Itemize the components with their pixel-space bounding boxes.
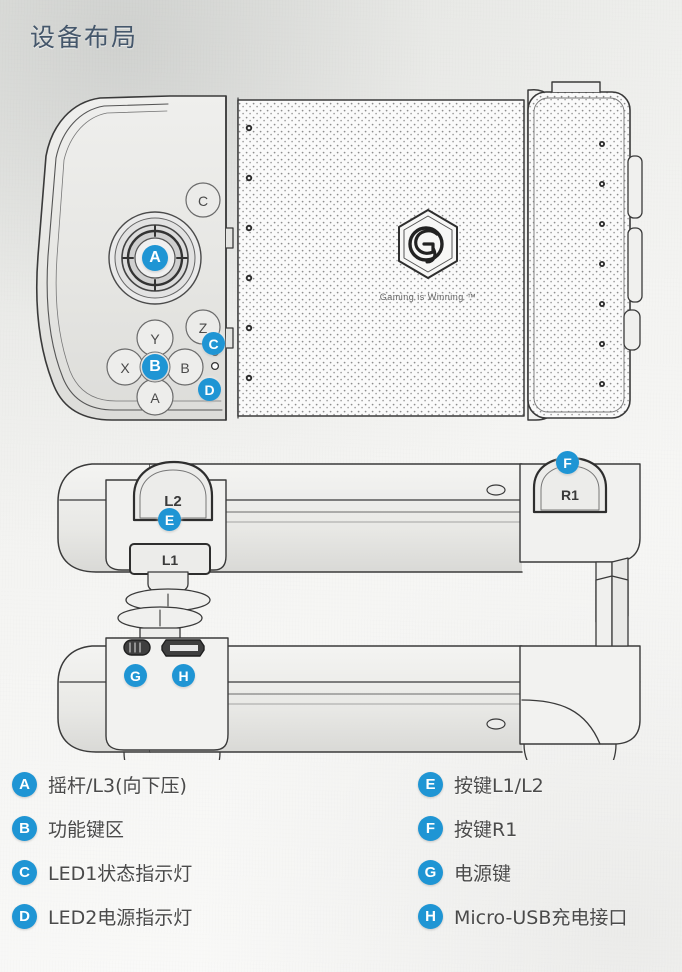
page-title: 设备布局 [30, 23, 139, 52]
device-diagram: C Z Y X B [0, 60, 682, 760]
power-button-shape [123, 639, 151, 656]
usb-port-shape [161, 639, 205, 657]
legend-label-c: LED1状态指示灯 [48, 862, 193, 885]
legend-badge-c: C [12, 859, 37, 885]
svg-text:L1: L1 [162, 552, 179, 568]
legend-item-b: B 功能键区 [12, 806, 402, 850]
button-l2-shape: L2 [132, 460, 214, 522]
legend-item-e: E 按键L1/L2 [418, 762, 682, 806]
face-button-cluster: Y X B A [106, 319, 204, 416]
callout-g-power[interactable]: G [124, 664, 147, 687]
legend-badge-b: B [12, 815, 37, 841]
top-view-group: C Z Y X B [36, 81, 643, 421]
legend-label-e: 按键L1/L2 [454, 774, 544, 797]
legend-badge-h: H [418, 903, 443, 929]
legend-column-left: A 摇杆/L3(向下压) B 功能键区 C LED1状态指示灯 D LED2电源… [12, 762, 402, 938]
legend-item-a: A 摇杆/L3(向下压) [12, 762, 402, 806]
front-edge-view-group: L2 L1 R1 [57, 456, 641, 627]
bottom-edge-view-group [57, 575, 641, 760]
legend-badge-f: F [418, 815, 443, 841]
callout-h-usb[interactable]: H [172, 664, 195, 687]
legend-label-f: 按键R1 [454, 818, 518, 841]
legend: A 摇杆/L3(向下压) B 功能键区 C LED1状态指示灯 D LED2电源… [0, 762, 682, 952]
legend-label-a: 摇杆/L3(向下压) [48, 774, 187, 797]
legend-item-d: D LED2电源指示灯 [12, 894, 402, 938]
button-c-shape: C [185, 182, 221, 218]
legend-badge-e: E [418, 771, 443, 797]
brand-tagline-text: Gaming is Winning ™ [380, 292, 477, 302]
legend-label-h: Micro-USB充电接口 [454, 906, 628, 929]
legend-item-h: H Micro-USB充电接口 [418, 894, 682, 938]
svg-text:L2: L2 [164, 493, 182, 510]
legend-item-c: C LED1状态指示灯 [12, 850, 402, 894]
button-l1-shape: L1 [129, 543, 211, 575]
callout-e-l1-l2[interactable]: E [158, 508, 181, 531]
svg-text:Y: Y [150, 331, 160, 347]
svg-text:X: X [120, 360, 130, 376]
svg-text:Z: Z [199, 320, 208, 336]
svg-text:C: C [198, 193, 208, 209]
legend-label-d: LED2电源指示灯 [48, 906, 193, 929]
callout-b-buttons[interactable]: B [142, 354, 168, 380]
legend-badge-a: A [12, 771, 37, 797]
callout-f-r1[interactable]: F [556, 451, 579, 474]
svg-text:R1: R1 [561, 487, 579, 503]
callout-d-led2[interactable]: D [198, 378, 221, 401]
legend-badge-d: D [12, 903, 37, 929]
legend-badge-g: G [418, 859, 443, 885]
callout-c-led1[interactable]: C [202, 332, 225, 355]
legend-item-f: F 按键R1 [418, 806, 682, 850]
svg-text:A: A [150, 390, 160, 406]
legend-column-right: E 按键L1/L2 F 按键R1 G 电源键 H Micro-USB充电接口 [418, 762, 682, 938]
legend-label-b: 功能键区 [48, 818, 125, 841]
callout-a-joystick[interactable]: A [142, 245, 168, 271]
legend-label-g: 电源键 [454, 862, 512, 885]
legend-item-g: G 电源键 [418, 850, 682, 894]
svg-text:B: B [180, 360, 189, 376]
brand-logo [398, 209, 458, 279]
